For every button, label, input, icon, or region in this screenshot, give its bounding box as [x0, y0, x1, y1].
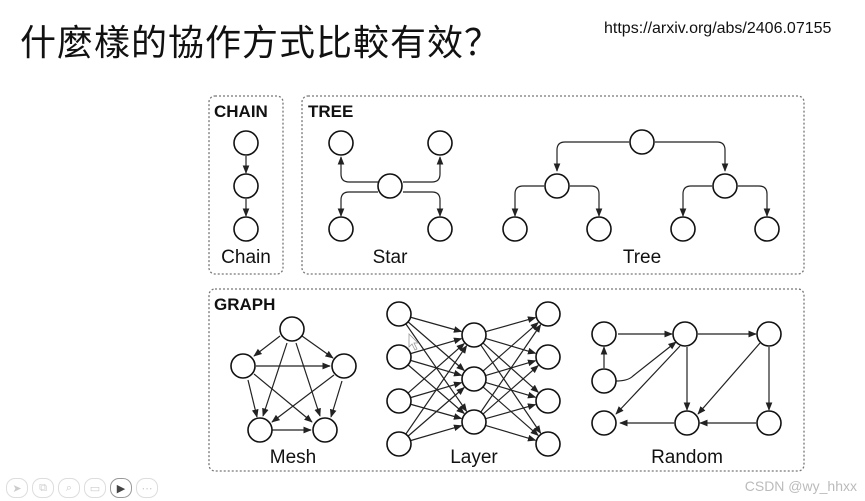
layer-node [386, 344, 412, 370]
layer-edge [485, 316, 537, 333]
layer-node [386, 388, 412, 414]
tree-node [544, 173, 570, 199]
chain-label: Chain [221, 247, 271, 268]
layer-edge [480, 324, 542, 413]
tree-leaf-node [586, 216, 612, 242]
chain-node [233, 173, 259, 199]
chain-node [233, 216, 259, 242]
tree-diagram: Tree [502, 129, 780, 268]
layer-edge [485, 424, 537, 442]
random-label: Random [651, 447, 723, 468]
mesh-node [230, 353, 256, 379]
layer-edge [485, 337, 537, 355]
layer-node [386, 431, 412, 457]
random-node [756, 410, 782, 436]
mouse-cursor-icon [408, 333, 419, 351]
present-icon[interactable]: ▭ [84, 478, 106, 498]
graph-panel [208, 288, 805, 472]
random-node [591, 321, 617, 347]
tree-root-node [629, 129, 655, 155]
layer-node [461, 409, 487, 435]
tree-node [712, 173, 738, 199]
layer-label: Layer [450, 447, 498, 468]
more-icon[interactable]: ⋯ [136, 478, 158, 498]
star-node [427, 130, 453, 156]
mesh-node [331, 353, 357, 379]
copy-icon[interactable]: ⧉ [32, 478, 54, 498]
layer-edge [410, 424, 463, 442]
star-center-node [377, 173, 403, 199]
tree-leaf-node [502, 216, 528, 242]
star-diagram: Star [328, 130, 453, 268]
video-icon[interactable]: ▶ [110, 478, 132, 498]
cursor-icon[interactable]: ➤ [6, 478, 28, 498]
tree-leaf-node [754, 216, 780, 242]
random-node [591, 410, 617, 436]
layer-node [386, 301, 412, 327]
layer-edge [405, 345, 468, 435]
chain-panel [208, 95, 284, 275]
slide-title: 什麼樣的協作方式比較有效？ [20, 23, 502, 64]
tree-leaf-node [670, 216, 696, 242]
chain-section-title: CHAIN [214, 102, 268, 121]
layer-edge [410, 337, 463, 355]
layer-edge [407, 386, 465, 437]
star-node [328, 216, 354, 242]
star-label: Star [373, 247, 409, 268]
chain-node [233, 130, 259, 156]
mesh-label: Mesh [270, 447, 316, 468]
watermark: CSDN @wy_hhxx [744, 478, 857, 494]
layer-edge [407, 343, 465, 394]
random-node [591, 368, 617, 394]
layer-node [535, 388, 561, 414]
random-diagram: Random [591, 321, 782, 468]
layer-node [461, 322, 487, 348]
layer-node [535, 431, 561, 457]
mesh-node [312, 417, 338, 443]
mesh-node [247, 417, 273, 443]
zoom-icon[interactable]: ⌕ [58, 478, 80, 498]
layer-diagram: Layer [386, 301, 561, 468]
paper-url: https://arxiv.org/abs/2406.07155 [604, 20, 832, 37]
chain-diagram: Chain [221, 130, 271, 268]
layer-node [535, 344, 561, 370]
layer-edges [405, 316, 542, 442]
tree-panel [301, 95, 805, 275]
layer-node [535, 301, 561, 327]
layer-node [461, 366, 487, 392]
presentation-toolbar: ➤ ⧉ ⌕ ▭ ▶ ⋯ [6, 478, 158, 498]
mesh-node [279, 316, 305, 342]
star-node [427, 216, 453, 242]
layer-edge [410, 316, 463, 333]
tree-section-title: TREE [308, 102, 353, 121]
random-node [674, 410, 700, 436]
graph-section-title: GRAPH [214, 295, 275, 314]
random-node [672, 321, 698, 347]
mesh-diagram: Mesh [230, 316, 357, 468]
random-node [756, 321, 782, 347]
layer-edge [482, 322, 539, 372]
star-node [328, 130, 354, 156]
tree-label: Tree [623, 247, 661, 268]
layer-edge [485, 403, 537, 420]
layer-edge [482, 365, 539, 415]
